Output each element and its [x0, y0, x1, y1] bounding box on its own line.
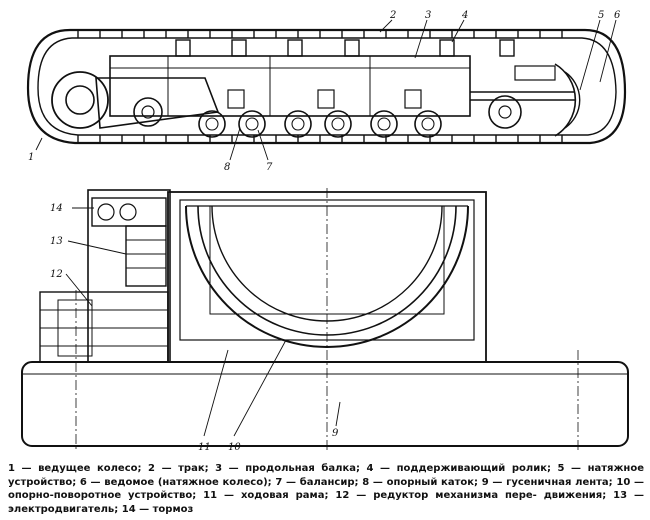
road-wheel: [205, 117, 219, 131]
road-wheel: [245, 117, 259, 131]
drive-assembly: [39, 189, 171, 363]
road-wheel: [284, 110, 312, 138]
top-leaders: [35, 19, 617, 161]
caption-line-1: 1 — ведущее колесо; 2 — трак; 3 — продол…: [8, 463, 644, 474]
callout-7: 7: [266, 162, 273, 173]
support-rollers: [175, 39, 515, 57]
road-wheel: [291, 117, 305, 131]
drive-wheel: [51, 71, 220, 129]
callout-14: 14: [50, 203, 63, 214]
brake: [91, 197, 167, 227]
longitudinal-beam: [109, 55, 471, 117]
bottom-leaders: [65, 207, 341, 437]
crawler-drawing: 2 3 4 5 6 1 8 7: [21, 10, 629, 453]
gear-reducer: [39, 291, 169, 363]
road-wheel: [198, 110, 226, 138]
road-wheel: [377, 117, 391, 131]
road-wheel: [421, 117, 435, 131]
track-belt: [21, 361, 629, 447]
callout-5: 5: [598, 10, 604, 21]
road-wheel: [370, 110, 398, 138]
callout-6: 6: [614, 10, 621, 21]
crawler-front-view: 14 13 12 11 10 9: [21, 188, 629, 453]
road-wheel: [414, 110, 442, 138]
caption-line-2: устройство; 6 — ведомое (натяжное колесо…: [8, 476, 572, 488]
callout-12: 12: [50, 269, 63, 280]
callout-13: 13: [50, 236, 63, 247]
balancers: [133, 89, 422, 127]
callout-9: 9: [332, 428, 339, 439]
figure-caption: 1 — ведущее колесо; 2 — трак; 3 — продол…: [8, 462, 644, 516]
electric-motor: [125, 225, 167, 287]
callout-2: 2: [389, 10, 396, 21]
callout-4: 4: [461, 10, 468, 21]
road-wheel: [324, 110, 352, 138]
idler-wheel: [470, 63, 581, 137]
road-wheel: [331, 117, 345, 131]
road-wheels: [198, 110, 442, 138]
callout-8: 8: [224, 162, 230, 173]
callout-11: 11: [198, 442, 211, 453]
caption-line-4: движения; 13 — электродвигатель; 14 — то…: [8, 490, 644, 515]
caption-line-3: лента; 10 — опорно-поворотное устройство…: [8, 476, 645, 502]
callout-3: 3: [425, 10, 431, 21]
crawler-side-view: 2 3 4 5 6 1 8 7: [26, 10, 627, 173]
road-wheel: [238, 110, 266, 138]
callout-1: 1: [28, 152, 34, 163]
track-chain: [26, 28, 627, 145]
track-links: [77, 30, 563, 143]
callout-10: 10: [228, 442, 241, 453]
track-chain-inner: [37, 37, 617, 136]
